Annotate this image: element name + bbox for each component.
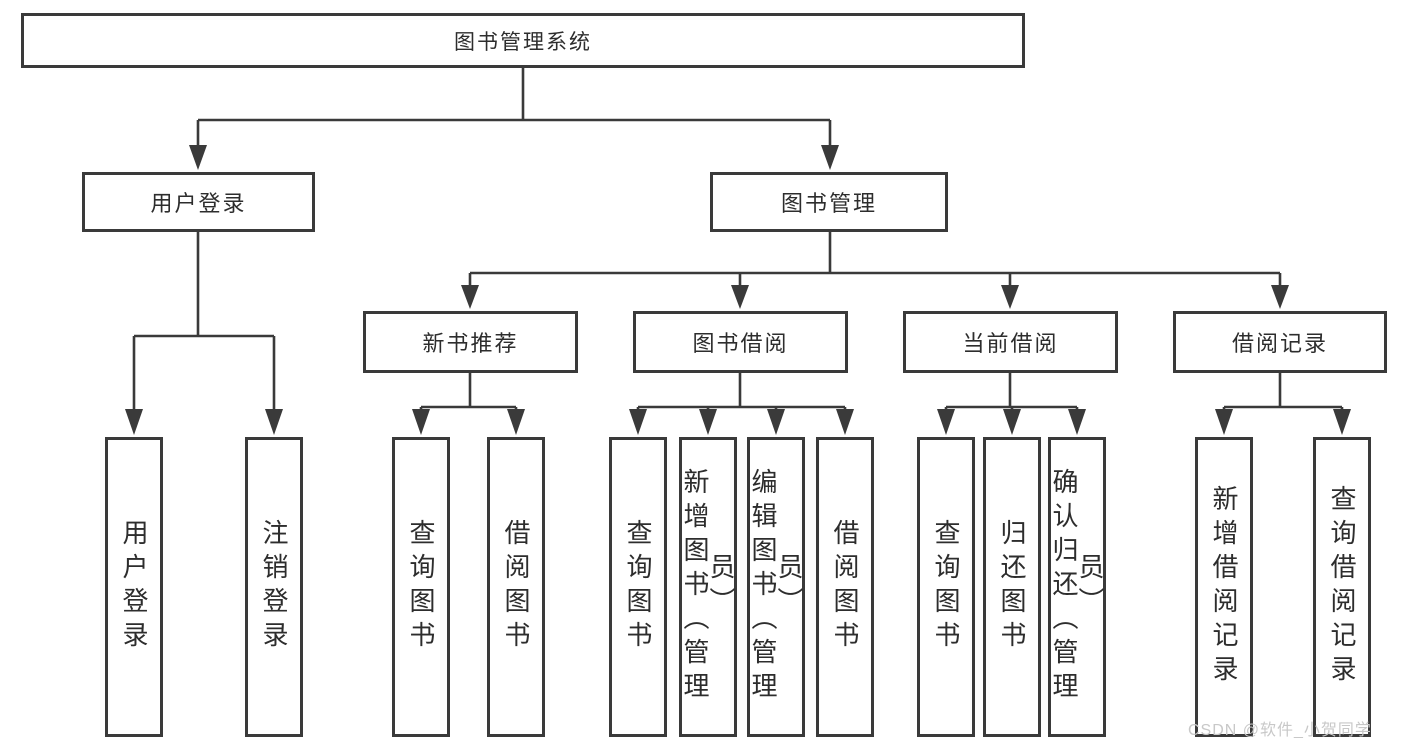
arrow-icon — [1001, 285, 1019, 309]
leaf-logout: 注销登录 — [245, 437, 303, 737]
leaf-query-borrow-record: 查询借阅记录 — [1313, 437, 1371, 737]
leaf-return-book: 归还图书 — [983, 437, 1041, 737]
arrow-icon — [836, 409, 854, 435]
arrow-icon — [1333, 409, 1351, 435]
arrow-icon — [412, 409, 430, 435]
leaf-edit-book-admin: 编辑图书（管理员） — [747, 437, 805, 737]
connector-borrow-record — [1222, 373, 1344, 411]
arrow-icon — [699, 409, 717, 435]
connector-new-book — [419, 373, 518, 411]
connector-user-login — [132, 232, 276, 411]
connector-book-borrow — [636, 373, 847, 411]
arrow-icon — [507, 409, 525, 435]
leaf-add-borrow-record: 新增借阅记录 — [1195, 437, 1253, 737]
arrow-icon — [1271, 285, 1289, 309]
leaf-query-book-2: 查询图书 — [609, 437, 667, 737]
node-user-login-branch: 用户登录 — [82, 172, 315, 232]
node-current-borrow: 当前借阅 — [903, 311, 1118, 373]
arrow-icon — [821, 145, 839, 170]
arrow-icon — [1003, 409, 1021, 435]
arrow-icon — [265, 409, 283, 435]
leaf-borrow-book-2: 借阅图书 — [816, 437, 874, 737]
node-borrow-record: 借阅记录 — [1173, 311, 1387, 373]
arrow-icon — [937, 409, 955, 435]
arrow-icon — [125, 409, 143, 435]
leaf-confirm-return-admin: 确认归还（管理员） — [1048, 437, 1106, 737]
arrow-icon — [461, 285, 479, 309]
node-root-system: 图书管理系统 — [21, 13, 1025, 68]
arrow-icon — [767, 409, 785, 435]
arrow-icon — [629, 409, 647, 435]
arrow-icon — [189, 145, 207, 170]
arrow-icon — [731, 285, 749, 309]
leaf-add-book-admin: 新增图书（管理员） — [679, 437, 737, 737]
leaf-borrow-book-1: 借阅图书 — [487, 437, 545, 737]
arrow-icon — [1068, 409, 1086, 435]
connector-book-management — [468, 232, 1282, 287]
leaf-query-book-3: 查询图书 — [917, 437, 975, 737]
node-book-borrow: 图书借阅 — [633, 311, 848, 373]
node-book-management-branch: 图书管理 — [710, 172, 948, 232]
leaf-user-login: 用户登录 — [105, 437, 163, 737]
node-new-book-recommend: 新书推荐 — [363, 311, 578, 373]
connector-current-borrow — [944, 373, 1079, 411]
arrow-icon — [1215, 409, 1233, 435]
connector-root — [196, 68, 832, 147]
leaf-query-book-1: 查询图书 — [392, 437, 450, 737]
watermark-text: CSDN @软件_小贺同学 — [1188, 722, 1372, 739]
arrowheads — [125, 145, 1351, 435]
